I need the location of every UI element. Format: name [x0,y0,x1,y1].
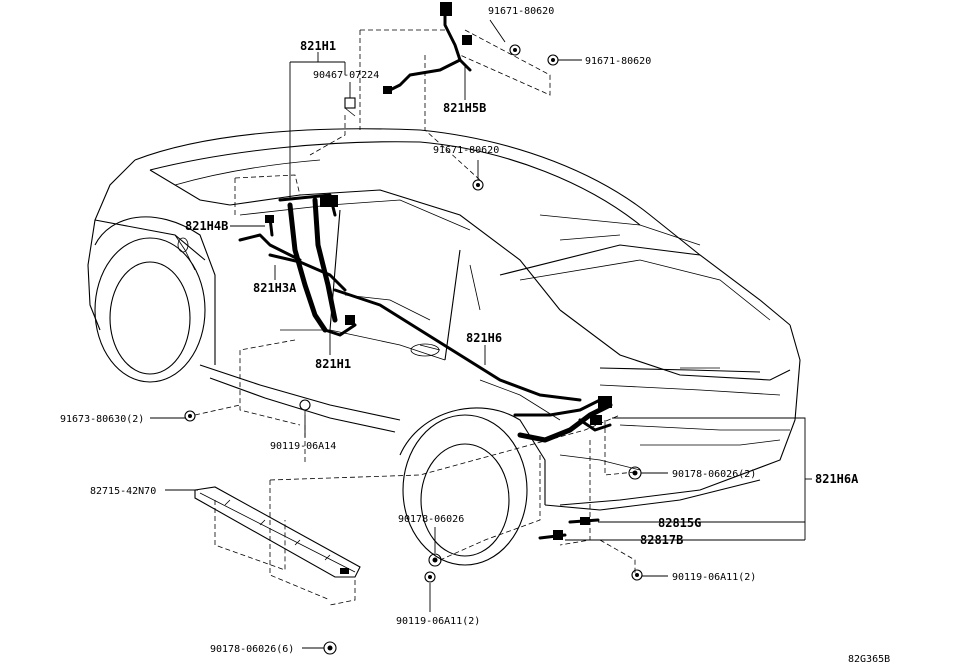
vehicle-outline [87,128,801,566]
clip-icon [344,97,356,117]
harness-821h3a [268,253,347,292]
bolt-icon [509,44,521,56]
label-82715-42n70: 82715-42N70 [90,486,156,497]
harness-821h1 [278,193,357,337]
bolt-icon [547,54,559,66]
part-82815g [568,517,600,525]
label-91673-80630: 91673-80630(2) [60,414,144,425]
label-91671-b: 91671-80620 [585,56,651,67]
harness-821h6a [513,396,613,443]
bolt-icon [184,410,196,422]
bolt-icon [631,569,643,581]
label-91671-a: 91671-80620 [488,6,554,17]
drawing-code: 82G365B [848,654,890,663]
label-91671-c: 91671-80620 [433,145,499,156]
label-90178-06026-6: 90178-06026(6) [210,644,294,655]
part-labels: 821H1 90467-07224 91671-80620 91671-8062… [60,6,890,665]
label-82817b: 82817B [640,533,683,547]
label-821h6a: 821H6A [815,472,859,486]
label-821h1-top: 821H1 [300,39,336,53]
label-90119-06a11-right: 90119-06A11(2) [672,572,756,583]
label-90119-06a11-left: 90119-06A11(2) [396,616,480,627]
label-821h3a: 821H3A [253,281,297,295]
harness-821h6 [333,288,582,402]
bolt-icon [424,571,436,583]
label-90119-06a14: 90119-06A14 [270,441,336,452]
bolt-icon [472,179,484,191]
label-90178-06026: 90178-06026 [398,514,464,525]
label-821h1-bottom: 821H1 [315,357,351,371]
part-82715-protector [194,486,361,578]
reference-dash-lines [194,29,636,606]
harness-821h5b [383,2,472,94]
part-82817b [538,530,567,540]
label-90467-07224: 90467-07224 [313,70,379,81]
harness-821h4b [238,215,302,262]
leader-lines [150,19,812,649]
nut-icon [428,553,442,567]
label-82815g: 82815G [658,516,701,530]
label-821h6: 821H6 [466,331,502,345]
nut-icon [323,641,337,655]
label-821h5b: 821H5B [443,101,486,115]
bolt-icon [299,399,311,415]
label-821h4b: 821H4B [185,219,228,233]
label-90178-06026-2: 90178-06026(2) [672,469,756,480]
